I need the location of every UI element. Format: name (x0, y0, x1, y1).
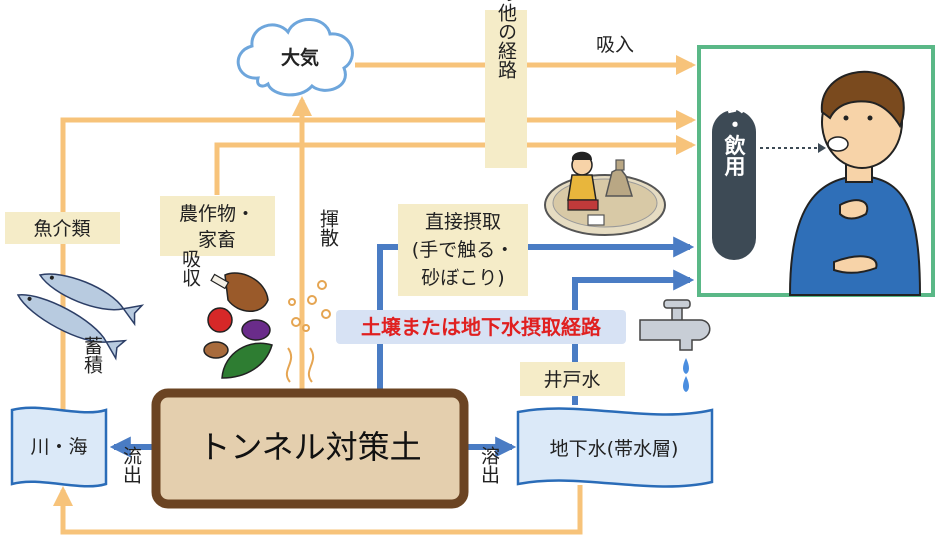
child-sandbox-icon (544, 151, 666, 236)
cloud-icon (236, 18, 354, 97)
fish-label: 魚介類 (33, 218, 90, 240)
intake-badge (712, 110, 756, 260)
direct-label-line1: 直接摂取 (425, 211, 501, 233)
food-icon (203, 272, 273, 379)
river-sea-label: 川・海 (30, 436, 87, 458)
accumulate-label: 蓄積 (81, 336, 103, 374)
tunnel-soil-label: トンネル対策土 (198, 428, 421, 466)
tunnel-soil-box: トンネル対策土 (151, 388, 469, 509)
well-box: 井戸水 (520, 362, 625, 396)
faucet-icon (639, 299, 711, 392)
groundwater-label: 地下水(帯水層) (550, 438, 679, 460)
intake-box: 摂食・飲用 (697, 45, 935, 297)
crops-label-line2: 家畜 (198, 229, 236, 251)
inhalation-label: 吸入 (596, 34, 634, 56)
direct-label-line2: (手で触る・ (412, 239, 514, 261)
scatter-label: 揮散 (317, 209, 339, 248)
outflow-label: 流出 (120, 446, 142, 484)
atmosphere-label: 大気 (281, 46, 319, 69)
direct-label-line3: 砂ぼこり) (421, 267, 504, 289)
well-label: 井戸水 (543, 369, 600, 391)
fish-box: 魚介類 (5, 212, 120, 244)
crops-box: 農作物・ 家畜 (160, 196, 275, 256)
direct-intake-box: 直接摂取 (手で触る・ 砂ぼこり) (398, 204, 528, 296)
soil-route-box: 土壌または地下水摂取経路 (336, 310, 626, 344)
crops-label-line1: 農作物・ (179, 203, 255, 225)
scatter-dots (285, 280, 331, 383)
soil-route-label: 土壌または地下水摂取経路 (361, 315, 602, 339)
other-routes-box: その他の経路 (485, 0, 527, 168)
absorb-label: 吸収 (179, 249, 201, 287)
other-routes-label: その他の経路 (495, 0, 517, 79)
crops-route-arrow (214, 135, 696, 195)
fish-icon (16, 273, 145, 361)
river-sea-node: 川・海 (10, 406, 108, 488)
atmosphere-node: 大気 (236, 18, 354, 97)
groundwater-node: 地下水(帯水層) (516, 407, 714, 488)
return-loop-arrow (53, 485, 583, 535)
person-icon (788, 70, 922, 296)
intake-label: 摂食・飲用 (722, 71, 747, 178)
dissolve-label: 溶出 (478, 446, 500, 484)
